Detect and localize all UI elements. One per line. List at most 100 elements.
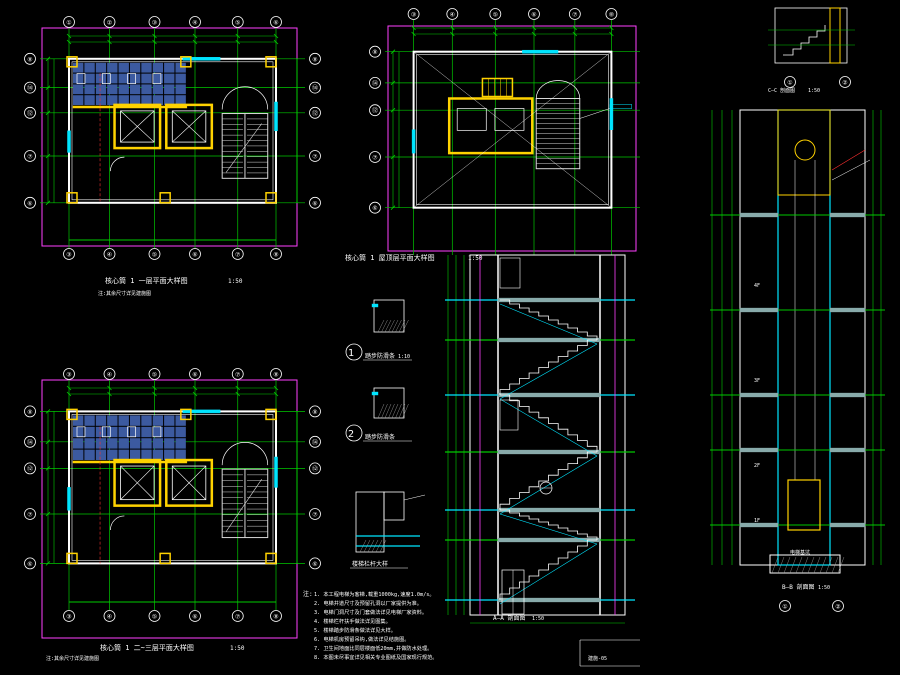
- dimension-tick: [107, 33, 112, 39]
- axis-bubble-label: ⑫: [27, 465, 33, 473]
- axis-bubble-label: ⑦: [27, 512, 32, 519]
- note-line: 5. 楼梯踏步防滑条做法详见大样。: [314, 626, 396, 634]
- dimension-tick: [45, 153, 51, 159]
- leader-line: [831, 149, 866, 171]
- column: [66, 192, 78, 204]
- axis-bubble-bottom: [779, 600, 791, 612]
- floor-tile: [152, 95, 164, 105]
- floor-tile: [129, 84, 141, 95]
- floor-tile: [84, 449, 95, 460]
- dimension-tick: [273, 391, 279, 397]
- dimension-tick: [45, 466, 51, 471]
- elevator-cross: [120, 465, 155, 500]
- floor-slab: [829, 522, 866, 528]
- axis-bubble-bottom: [270, 248, 282, 260]
- floor-tile: [73, 95, 84, 105]
- floor-tile: [118, 449, 129, 460]
- dimension-tick: [107, 39, 112, 45]
- axis-bubble-top: [148, 16, 161, 28]
- axis-bubble-label: ⑦: [235, 372, 240, 379]
- pit-hatch: [771, 556, 779, 574]
- floor-tile: [118, 95, 129, 105]
- floor-tile: [73, 426, 84, 438]
- axis-bubble-label: ②: [835, 604, 840, 611]
- stair-stringer: [499, 543, 598, 605]
- axis-bubble-left: [24, 435, 36, 448]
- section-window: [499, 257, 521, 289]
- floor-tile: [141, 438, 152, 449]
- dimension-tick: [45, 110, 51, 116]
- window: [522, 49, 559, 54]
- leader-line: [831, 159, 871, 181]
- floor-tile: [107, 438, 118, 449]
- floor-slab: [497, 507, 601, 513]
- note-line: 8. 本图未尽事宜详见相关专业图纸及国家现行规范。: [314, 653, 438, 661]
- dimension-tick: [273, 33, 279, 39]
- axis-bubble-left: [369, 45, 381, 58]
- axis-bubble-bottom: [832, 600, 844, 612]
- axis-bubble-label: ⑭: [27, 438, 33, 446]
- note-line: 6. 电梯机房预留吊钩,做法详见结施图。: [314, 635, 410, 643]
- floor-slab: [829, 212, 866, 218]
- note-line: 1. 本工程电梯为客梯,载重1000kg,速度1.0m/s。: [314, 590, 435, 598]
- floor-tile: [164, 95, 175, 105]
- axis-bubble-top: [489, 8, 502, 20]
- floor-slab: [829, 307, 866, 313]
- floor-tile: [107, 95, 118, 105]
- axis-bubble-label: ⑫: [312, 109, 318, 117]
- floor-tile: [164, 84, 175, 95]
- floor-tile: [73, 62, 84, 73]
- floor-tile: [129, 438, 141, 449]
- detail-hatch: [391, 319, 399, 333]
- axis-bubble-label: ⑭: [312, 84, 318, 92]
- door-swing: [221, 442, 269, 466]
- axis-bubble-label: ⑫: [372, 107, 378, 115]
- detail-step-outline: [373, 387, 405, 419]
- machine-room: [447, 97, 534, 155]
- partition-wall: [72, 460, 188, 464]
- floor-tile: [84, 95, 95, 105]
- detail-hatch: [359, 539, 367, 553]
- stair-section-title: A—A 剖面图: [493, 614, 525, 622]
- stair-stringer: [499, 343, 598, 400]
- axis-bubble-label: ②: [842, 80, 847, 87]
- floor-tile: [141, 449, 152, 460]
- axis-bubble-bottom: [103, 248, 116, 260]
- floor-slab: [497, 537, 601, 543]
- detail-hatch: [384, 319, 392, 333]
- outer-wall-inner: [416, 54, 609, 206]
- plan-frame: [387, 25, 637, 252]
- floor-tile: [73, 449, 84, 460]
- floor-tile: [175, 438, 186, 449]
- axis-bubble-label: ⑧: [312, 409, 317, 416]
- column: [159, 192, 171, 204]
- axis-bubble-label: ⑤: [152, 252, 157, 259]
- floor-tile: [152, 415, 164, 426]
- floor-tile: [152, 426, 164, 438]
- plan-title-tl: 核心筒 1 一层平面大样图: [105, 276, 188, 285]
- axis-bubble-right: [309, 435, 321, 448]
- axis-bubble-top: [270, 16, 282, 28]
- axis-bubble-label: ⑥: [192, 614, 197, 621]
- floor-tile: [84, 438, 95, 449]
- axis-bubble-label: ⑥: [372, 205, 377, 212]
- axis-bubble-right: [309, 508, 321, 520]
- detail-hatch: [398, 403, 406, 419]
- column: [180, 56, 192, 68]
- axis-bubble-label: ⑦: [27, 154, 32, 161]
- floor-tile: [152, 84, 164, 95]
- floor-tile: [129, 73, 141, 84]
- stair-section: [445, 254, 640, 667]
- stair-flight: [499, 451, 597, 510]
- machine-room: [777, 109, 831, 196]
- floor-slab: [739, 392, 779, 398]
- window: [67, 130, 71, 153]
- axis-bubble-bottom: [784, 76, 796, 88]
- floor-tile: [118, 426, 129, 438]
- axis-bubble-left: [24, 196, 36, 209]
- axis-bubble-top: [63, 16, 75, 28]
- stair-flight: [500, 509, 598, 540]
- axis-bubble-label: ⑤: [152, 372, 157, 379]
- detail-hatch: [395, 319, 402, 333]
